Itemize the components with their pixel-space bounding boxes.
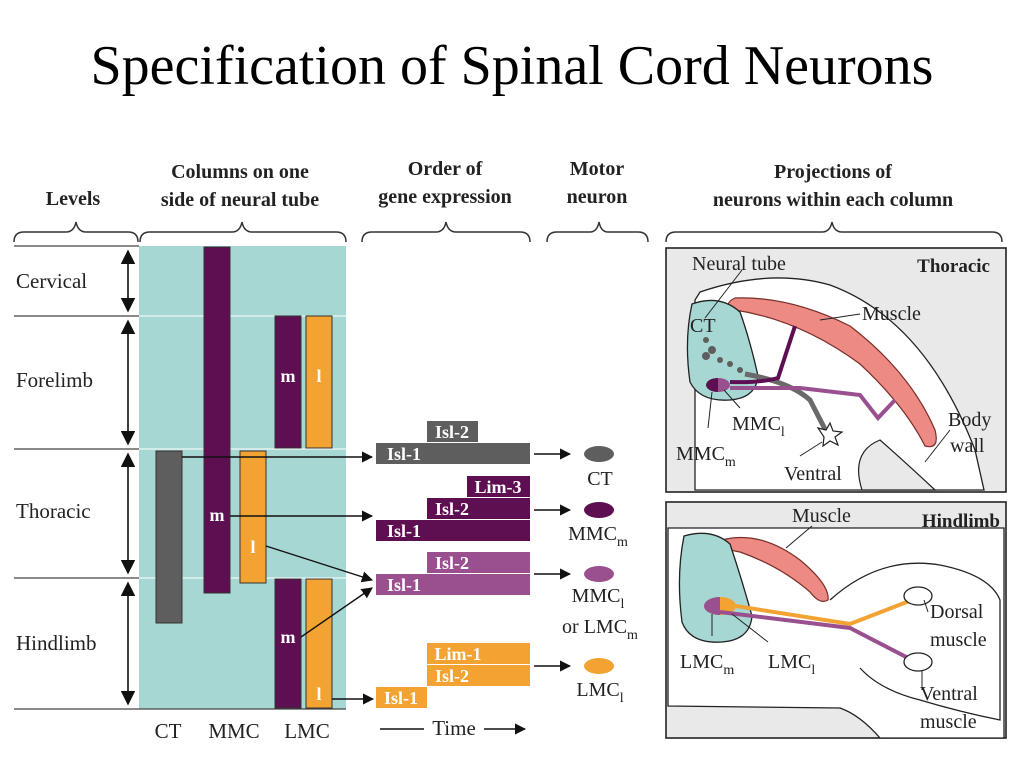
hindlimb-muscle: Muscle	[792, 505, 851, 527]
column-bar-ct	[155, 450, 183, 624]
column-label-ct: CT	[155, 719, 182, 743]
gene-to-motor-arrows	[534, 448, 572, 672]
hindlimb-ventral-muscle: muscle	[920, 711, 977, 733]
header-order-1: Order of	[408, 158, 483, 180]
thoracic-ventral: Ventral	[784, 463, 842, 485]
thoracic-title: Thoracic	[917, 256, 990, 277]
column-lmc-l-hindlimb-label: l	[316, 684, 321, 704]
gene-bar-ct-isl2	[427, 421, 478, 442]
slide-title: Specification of Spinal Cord Neurons	[90, 35, 934, 97]
column-to-gene-arrows	[182, 451, 375, 705]
gene-mmcm-isl1-label: Isl-1	[387, 521, 421, 541]
column-mmc-m-label: m	[210, 505, 225, 525]
level-thoracic: Thoracic	[16, 499, 91, 523]
gene-bar-mmcl-isl1	[376, 574, 530, 595]
thoracic-panel: Thoracic Neural tube CT Muscle Body wall…	[665, 247, 1007, 493]
hindlimb-ventral: Ventral	[920, 683, 978, 705]
hindlimb-title: Hindlimb	[922, 511, 1000, 532]
column-bar-lmc-m-forelimb	[274, 315, 302, 449]
gene-bar-mmcm-isl1	[376, 520, 530, 541]
motor-label-or-lmcm: or LMCm	[562, 616, 638, 643]
motor-label-ct: CT	[587, 468, 613, 490]
motor-neuron-ct	[584, 446, 614, 462]
gene-mmcm-lim3-label: Lim-3	[475, 477, 522, 497]
motor-neuron-mmcl	[584, 566, 614, 582]
gene-bar-lmcl-lim1	[427, 643, 530, 664]
column-bar-mmc-l	[239, 450, 267, 584]
header-order-2: gene expression	[378, 186, 512, 208]
time-label: Time	[432, 716, 476, 740]
gene-lmcl-isl1-label: Isl-1	[384, 688, 418, 708]
column-lmc-m-hindlimb-label: m	[281, 627, 296, 647]
gene-mmcl-isl2-label: Isl-2	[435, 553, 469, 573]
thoracic-muscle: Muscle	[862, 303, 921, 325]
spinal-cord-figure: Levels Columns on one side of neural tub…	[13, 158, 1007, 743]
gene-mmcm-isl2-label: Isl-2	[435, 499, 469, 519]
level-cervical: Cervical	[16, 269, 87, 293]
motor-label-mmcm: MMCm	[568, 523, 628, 550]
header-levels: Levels	[46, 188, 101, 210]
gene-mmcl-isl1-label: Isl-1	[387, 575, 421, 595]
gene-lmcl-lim1-label: Lim-1	[435, 644, 482, 664]
column-lmc-l-forelimb-label: l	[316, 366, 321, 386]
column-bar-lmc-l-forelimb	[305, 315, 333, 449]
column-bar-lmc-m-hindlimb	[274, 578, 302, 709]
gene-bar-mmcm-lim3	[467, 476, 530, 497]
header-braces	[13, 221, 1003, 243]
motor-label-lmcl: LMCl	[576, 679, 623, 706]
hindlimb-lmcl: LMCl	[768, 651, 815, 678]
level-forelimb: Forelimb	[16, 368, 93, 392]
gene-bar-mmcm-isl2	[427, 498, 530, 519]
thoracic-body: Body	[948, 409, 991, 431]
gene-bar-lmcl-isl2	[427, 665, 530, 686]
thoracic-mmcm: MMCm	[676, 443, 736, 470]
hindlimb-dorsal: Dorsal	[930, 601, 984, 623]
column-bar-mmc-m	[203, 246, 231, 594]
header-motor-1: Motor	[570, 158, 625, 180]
column-label-mmc: MMC	[208, 719, 259, 743]
column-bar-lmc-l-hindlimb	[305, 578, 333, 709]
motor-neuron-mmcm	[584, 502, 614, 518]
thoracic-neural-tube: Neural tube	[692, 253, 786, 275]
motor-label-mmcl: MMCl	[572, 585, 625, 612]
header-columns-2: side of neural tube	[161, 189, 319, 211]
header-projections-2: neurons within each column	[713, 189, 953, 211]
gene-bar-mmcl-isl2	[427, 552, 530, 573]
header-columns-1: Columns on one	[171, 161, 309, 183]
thoracic-wall: wall	[950, 435, 985, 457]
hindlimb-panel: Hindlimb Muscle Dorsal muscle Ventral mu…	[665, 501, 1007, 739]
level-hindlimb: Hindlimb	[16, 631, 97, 655]
thoracic-mmcl: MMCl	[732, 413, 785, 440]
header-projections-1: Projections of	[774, 161, 892, 183]
column-lmc-m-forelimb-label: m	[281, 366, 296, 386]
motor-neuron-lmcl	[584, 658, 614, 674]
gene-ct-isl1-label: Isl-1	[387, 444, 421, 464]
thoracic-ct: CT	[690, 315, 716, 337]
gene-ct-isl2-label: Isl-2	[435, 422, 469, 442]
column-label-lmc: LMC	[284, 719, 330, 743]
gene-lmcl-isl2-label: Isl-2	[435, 666, 469, 686]
gene-bar-lmcl-isl1	[376, 687, 427, 708]
hindlimb-dorsal-muscle: muscle	[930, 629, 987, 651]
column-mmc-l-label: l	[250, 537, 255, 557]
hindlimb-lmcm: LMCm	[680, 651, 734, 678]
header-motor-2: neuron	[567, 186, 628, 208]
gene-bar-ct-isl1	[376, 443, 530, 464]
